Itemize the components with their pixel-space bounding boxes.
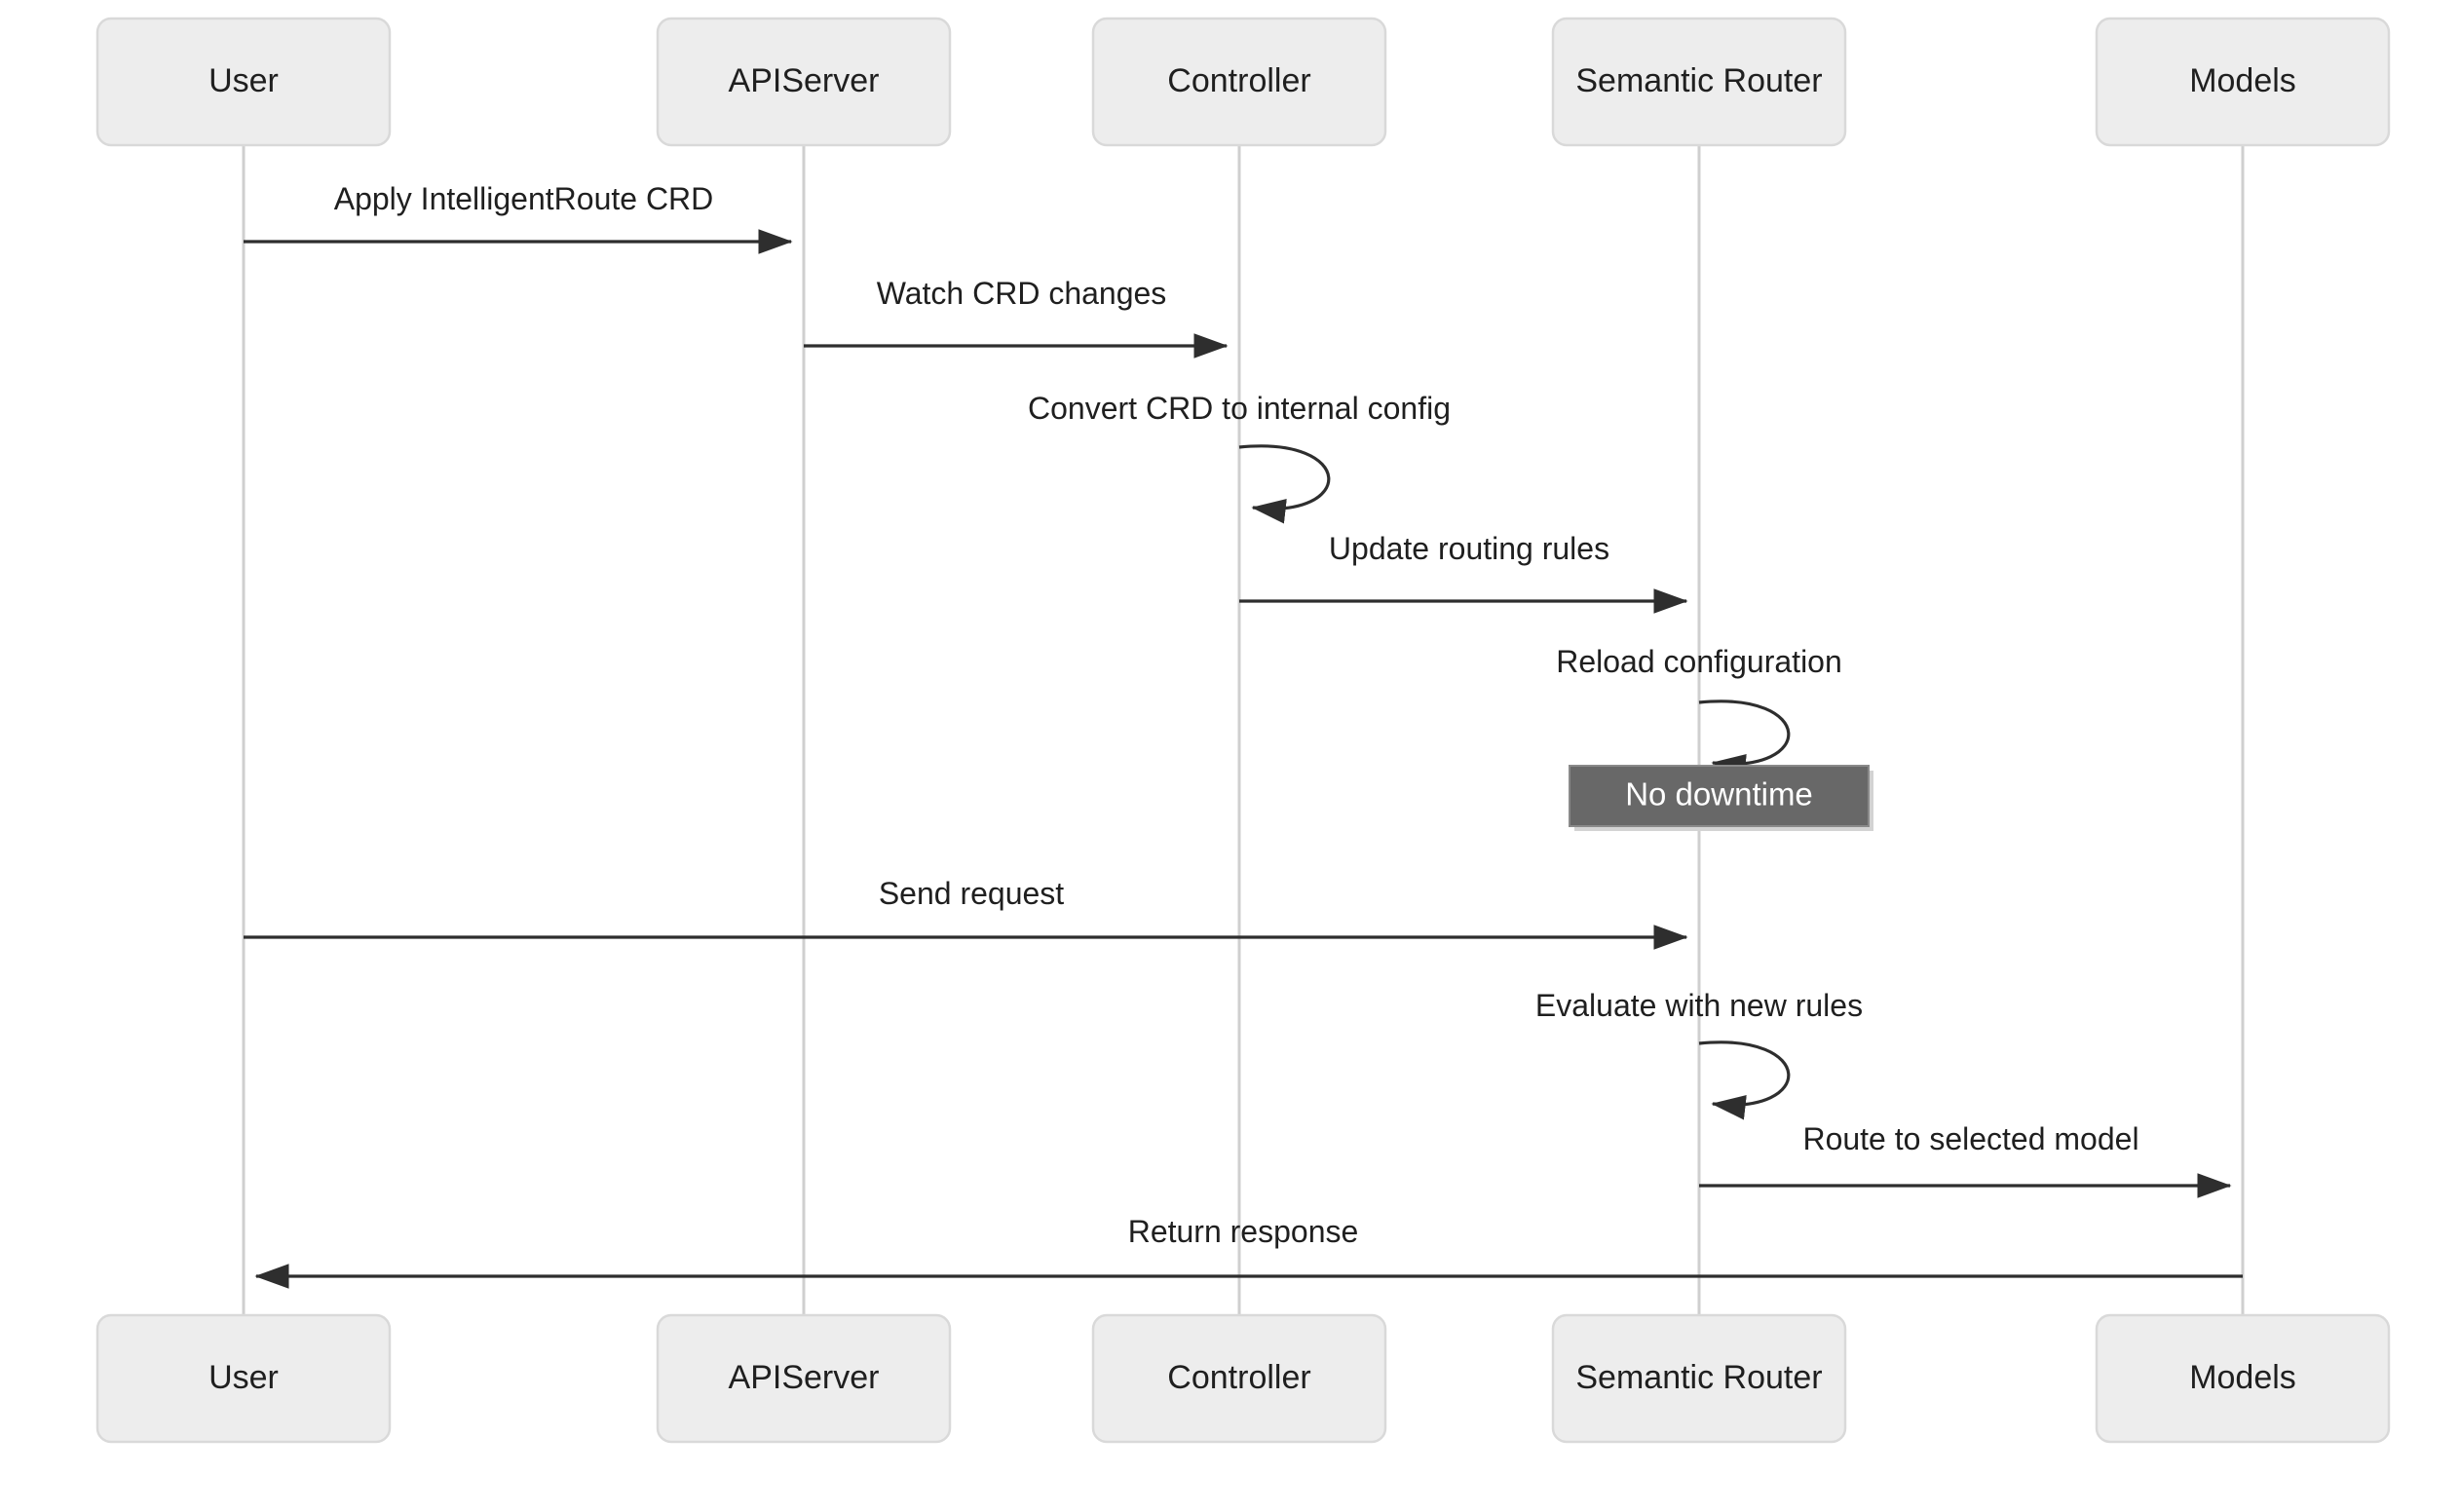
message-m3: Convert CRD to internal config: [1028, 391, 1451, 524]
actor-models-bottom[interactable]: Models: [2095, 1313, 2391, 1444]
self-message-arrow-m7: [1698, 1040, 1791, 1120]
note-box[interactable]: [1569, 765, 1870, 827]
note-label: No downtime: [1625, 776, 1813, 813]
message-label-m3: Convert CRD to internal config: [1028, 391, 1451, 426]
actor-box-router[interactable]: [1551, 1313, 1847, 1444]
lifelines-layer: [242, 145, 2245, 1315]
note-n1[interactable]: No downtime: [1569, 765, 1873, 831]
actor-box-controller[interactable]: [1091, 17, 1387, 147]
actor-user-top[interactable]: User: [95, 17, 392, 147]
actor-box-user[interactable]: [95, 1313, 392, 1444]
actor-box-apiserver[interactable]: [656, 17, 952, 147]
message-m4: Update routing rules: [1239, 531, 1688, 614]
self-message-arrow-m5: [1698, 699, 1791, 779]
actor-controller-top[interactable]: Controller: [1091, 17, 1387, 147]
actor-label-models: Models: [2189, 1359, 2296, 1396]
actor-apiserver-bottom[interactable]: APIServer: [656, 1313, 952, 1444]
message-m8: Route to selected model: [1699, 1121, 2232, 1198]
message-label-m7: Evaluate with new rules: [1535, 988, 1863, 1023]
message-label-m2: Watch CRD changes: [877, 276, 1167, 311]
message-label-m8: Route to selected model: [1802, 1121, 2138, 1156]
actor-box-models[interactable]: [2095, 17, 2391, 147]
notes-layer: No downtime: [1569, 765, 1873, 831]
actor-router-top[interactable]: Semantic Router: [1551, 17, 1847, 147]
message-m5: Reload configuration: [1556, 644, 1842, 779]
actor-controller-bottom[interactable]: Controller: [1091, 1313, 1387, 1444]
actor-label-controller: Controller: [1167, 1359, 1310, 1396]
actor-headers-bottom: User APIServer Controller Semantic Router Mo…: [95, 1313, 2391, 1444]
message-label-m6: Send request: [879, 876, 1064, 911]
messages-layer: Apply IntelligentRoute CRD Watch CRD chan…: [244, 181, 2243, 1289]
message-m9: Return response: [254, 1214, 2243, 1289]
message-m1: Apply IntelligentRoute CRD: [244, 181, 793, 254]
actor-models-top[interactable]: Models: [2095, 17, 2391, 147]
message-m7: Evaluate with new rules: [1535, 988, 1863, 1120]
actor-user-bottom[interactable]: User: [95, 1313, 392, 1444]
actor-label-apiserver: APIServer: [729, 1359, 880, 1396]
actor-headers-top: User APIServer Controller Semantic Router Mo…: [95, 17, 2391, 147]
message-label-m4: Update routing rules: [1329, 531, 1609, 566]
actor-label-router: Semantic Router: [1575, 1359, 1822, 1396]
actor-label-controller: Controller: [1167, 62, 1310, 99]
actor-label-user: User: [208, 1359, 279, 1396]
actor-label-apiserver: APIServer: [729, 62, 880, 99]
actor-box-router[interactable]: [1551, 17, 1847, 147]
actor-label-user: User: [208, 62, 279, 99]
actor-box-apiserver[interactable]: [656, 1313, 952, 1444]
message-label-m9: Return response: [1128, 1214, 1359, 1249]
actor-label-router: Semantic Router: [1575, 62, 1822, 99]
actor-router-bottom[interactable]: Semantic Router: [1551, 1313, 1847, 1444]
actor-label-models: Models: [2189, 62, 2296, 99]
message-m6: Send request: [244, 876, 1688, 950]
message-m2: Watch CRD changes: [804, 276, 1229, 359]
actor-box-controller[interactable]: [1091, 1313, 1387, 1444]
message-label-m1: Apply IntelligentRoute CRD: [334, 181, 714, 216]
self-message-arrow-m3: [1238, 444, 1331, 524]
actor-box-models[interactable]: [2095, 1313, 2391, 1444]
actor-box-user[interactable]: [95, 17, 392, 147]
message-label-m5: Reload configuration: [1556, 644, 1842, 679]
actor-apiserver-top[interactable]: APIServer: [656, 17, 952, 147]
